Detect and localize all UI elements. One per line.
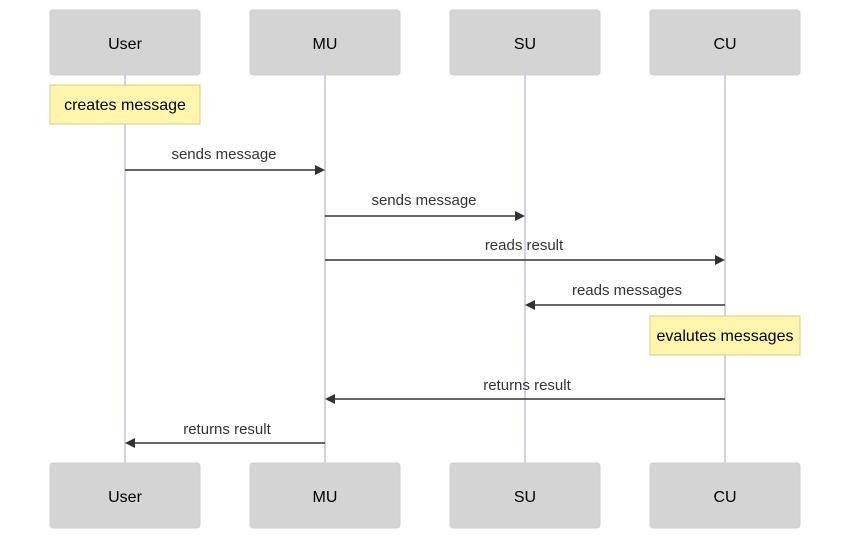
actor-box <box>649 462 801 529</box>
message-2: sends message <box>325 192 525 221</box>
note-creates-message: creates message <box>49 84 201 125</box>
actor-label: SU <box>514 489 536 506</box>
message-label: returns result <box>183 421 271 438</box>
actor-label: MU <box>313 489 338 506</box>
arrowhead-icon <box>715 255 725 265</box>
actor-label: CU <box>713 489 736 506</box>
actor-user-top: User <box>49 9 201 76</box>
actor-box <box>49 462 201 529</box>
message-label: reads messages <box>572 282 682 299</box>
actor-box <box>449 9 601 76</box>
arrowhead-icon <box>315 165 325 175</box>
note-text: evalutes messages <box>657 328 794 345</box>
arrowhead-icon <box>515 211 525 221</box>
actor-label: SU <box>514 36 536 53</box>
note-evalutes-messages: evalutes messages <box>649 315 801 356</box>
actor-label: User <box>108 36 142 53</box>
actor-mu-top: MU <box>249 9 401 76</box>
actor-box <box>49 9 201 76</box>
lifelines <box>124 75 726 463</box>
message-4: reads messages <box>525 282 725 310</box>
message-1: sends message <box>125 146 325 175</box>
actor-cu-top: CU <box>649 9 801 76</box>
message-5: returns result <box>325 377 725 404</box>
actor-box <box>449 462 601 529</box>
arrowhead-icon <box>525 300 535 310</box>
arrowhead-icon <box>325 394 335 404</box>
note-box <box>49 84 201 125</box>
message-6: returns result <box>125 421 325 448</box>
message-label: reads result <box>485 237 564 254</box>
actor-box <box>249 9 401 76</box>
actor-user-bottom: User <box>49 462 201 529</box>
actor-label: User <box>108 489 142 506</box>
actor-su-top: SU <box>449 9 601 76</box>
message-3: reads result <box>325 237 725 265</box>
actor-box <box>649 9 801 76</box>
message-label: sends message <box>371 192 476 209</box>
arrowhead-icon <box>125 438 135 448</box>
note-text: creates message <box>64 97 186 114</box>
actor-su-bottom: SU <box>449 462 601 529</box>
message-label: returns result <box>483 377 571 394</box>
actor-label: MU <box>313 36 338 53</box>
actor-mu-bottom: MU <box>249 462 401 529</box>
message-label: sends message <box>171 146 276 163</box>
actor-box <box>249 462 401 529</box>
actor-label: CU <box>713 36 736 53</box>
actor-cu-bottom: CU <box>649 462 801 529</box>
note-box <box>649 315 801 356</box>
